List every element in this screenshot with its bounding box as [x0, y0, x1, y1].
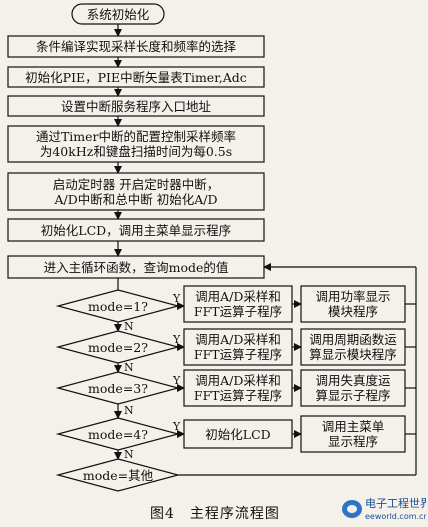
step-box-7 — [7, 255, 265, 279]
logo-url: eeworld.com.cn — [365, 512, 426, 521]
yes-label-4: Y — [173, 420, 181, 433]
sample-box-3 — [183, 369, 293, 407]
yes-label-3: Y — [173, 374, 181, 387]
eeworld-logo: 电子工程世界 eeworld.com.cn — [340, 494, 426, 524]
no-label-3: N — [124, 404, 134, 417]
yes-label-1: Y — [173, 292, 181, 305]
yes-label-2: Y — [173, 333, 181, 346]
sample-box-2 — [183, 328, 293, 366]
decision-mode4 — [55, 417, 181, 451]
step-box-4 — [7, 125, 265, 163]
step-box-3 — [7, 95, 265, 117]
sample-box-1 — [183, 285, 293, 323]
figure-caption: 图4 主程序流程图 — [150, 506, 280, 522]
step-box-1 — [7, 35, 265, 58]
decision-mode3 — [55, 371, 181, 405]
step-box-6 — [7, 218, 265, 242]
display-box-3 — [300, 369, 406, 407]
no-label-4: N — [124, 448, 134, 461]
display-box-4 — [300, 415, 406, 453]
decision-mode-other — [55, 458, 181, 492]
step-box-2 — [7, 66, 265, 88]
eeworld-logo-icon: 电子工程世界 eeworld.com.cn — [342, 497, 426, 521]
decision-mode2 — [55, 330, 181, 364]
step-box-5 — [7, 172, 265, 211]
display-box-1 — [300, 285, 406, 323]
no-label-2: N — [124, 361, 134, 374]
decision-mode1 — [55, 289, 181, 323]
no-label-1: N — [124, 320, 134, 333]
lcd-init-box — [183, 419, 293, 449]
start-terminator — [71, 3, 165, 25]
display-box-2 — [300, 328, 406, 366]
logo-title: 电子工程世界 — [365, 497, 426, 510]
